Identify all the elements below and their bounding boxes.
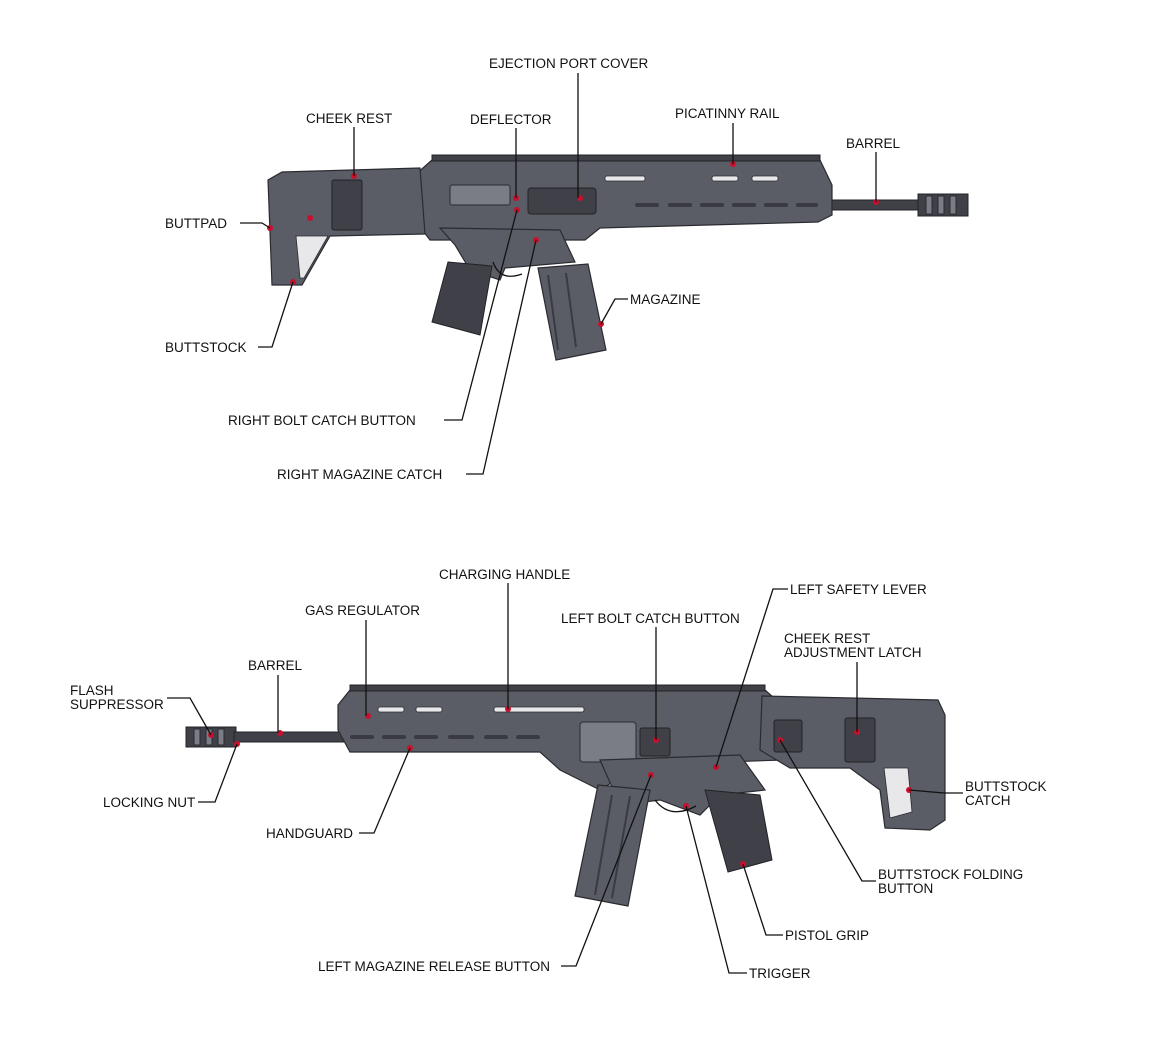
label-gas-regulator: GAS REGULATOR <box>305 603 420 618</box>
label-magazine: MAGAZINE <box>630 292 701 307</box>
label-charging-handle: CHARGING HANDLE <box>439 567 570 582</box>
bottom-folding-button-housing <box>773 719 803 753</box>
top-stock-cutout <box>295 235 329 279</box>
label-pistol-grip: PISTOL GRIP <box>785 928 869 943</box>
bottom-trigger-guard <box>654 799 697 813</box>
bottom-leader-lines <box>167 583 963 974</box>
bottom-stock-cutout <box>883 767 913 819</box>
label-ejection-port-cover: EJECTION PORT COVER <box>489 56 649 71</box>
top-handguard-slots <box>604 175 818 207</box>
top-barrel <box>819 199 923 211</box>
top-cheek-rest-block <box>331 179 363 231</box>
bottom-cheek-rest-block <box>844 717 876 763</box>
top-pistol-grip <box>431 261 493 336</box>
rifle-right-side-view: EJECTION PORT COVER CHEEK REST DEFLECTOR… <box>165 56 969 482</box>
label-right-bolt-catch-button: RIGHT BOLT CATCH BUTTON <box>228 413 416 428</box>
bottom-buttstock <box>759 695 946 831</box>
bottom-magazine <box>574 784 651 907</box>
top-ejection-port <box>527 187 597 215</box>
label-barrel-bottom: BARREL <box>248 658 303 673</box>
label-flash-suppressor-line1: FLASH <box>70 683 114 698</box>
rifle-left-side-view: CHARGING HANDLE LEFT SAFETY LEVER GAS RE… <box>70 567 1047 981</box>
label-left-safety-lever: LEFT SAFETY LEVER <box>790 582 927 597</box>
label-cheek-rest-adjustment-latch-line1: CHEEK REST <box>784 631 870 646</box>
label-buttstock-folding-button-line2: BUTTON <box>878 881 933 896</box>
label-deflector: DEFLECTOR <box>470 112 552 127</box>
label-buttstock-catch-line2: CATCH <box>965 793 1011 808</box>
bottom-marking-plate <box>579 721 637 763</box>
bottom-picatinny-rail <box>349 684 766 692</box>
label-trigger: TRIGGER <box>749 966 811 981</box>
label-left-bolt-catch-button: LEFT BOLT CATCH BUTTON <box>561 611 740 626</box>
label-buttpad: BUTTPAD <box>165 216 227 231</box>
label-buttstock: BUTTSTOCK <box>165 340 247 355</box>
bottom-handguard-slots <box>350 706 585 739</box>
label-buttstock-catch-line1: BUTTSTOCK <box>965 779 1047 794</box>
label-flash-suppressor-line2: SUPPRESSOR <box>70 697 164 712</box>
bottom-pistol-grip <box>704 789 773 873</box>
label-right-magazine-catch: RIGHT MAGAZINE CATCH <box>277 467 442 482</box>
label-handguard: HANDGUARD <box>266 826 353 841</box>
label-barrel-top: BARREL <box>846 136 901 151</box>
label-cheek-rest: CHEEK REST <box>306 111 392 126</box>
label-locking-nut: LOCKING NUT <box>103 795 195 810</box>
top-trigger-guard <box>492 261 523 277</box>
top-muzzle-device <box>917 193 969 217</box>
top-picatinny-rail <box>431 154 821 162</box>
label-left-magazine-release-button: LEFT MAGAZINE RELEASE BUTTON <box>318 959 550 974</box>
label-buttstock-folding-button-line1: BUTTSTOCK FOLDING <box>878 867 1023 882</box>
bottom-barrel <box>233 731 345 743</box>
label-picatinny-rail: PICATINNY RAIL <box>675 106 780 121</box>
top-leader-lines <box>240 73 877 475</box>
label-cheek-rest-adjustment-latch-line2: ADJUSTMENT LATCH <box>784 645 922 660</box>
top-marking-plate <box>449 184 511 206</box>
